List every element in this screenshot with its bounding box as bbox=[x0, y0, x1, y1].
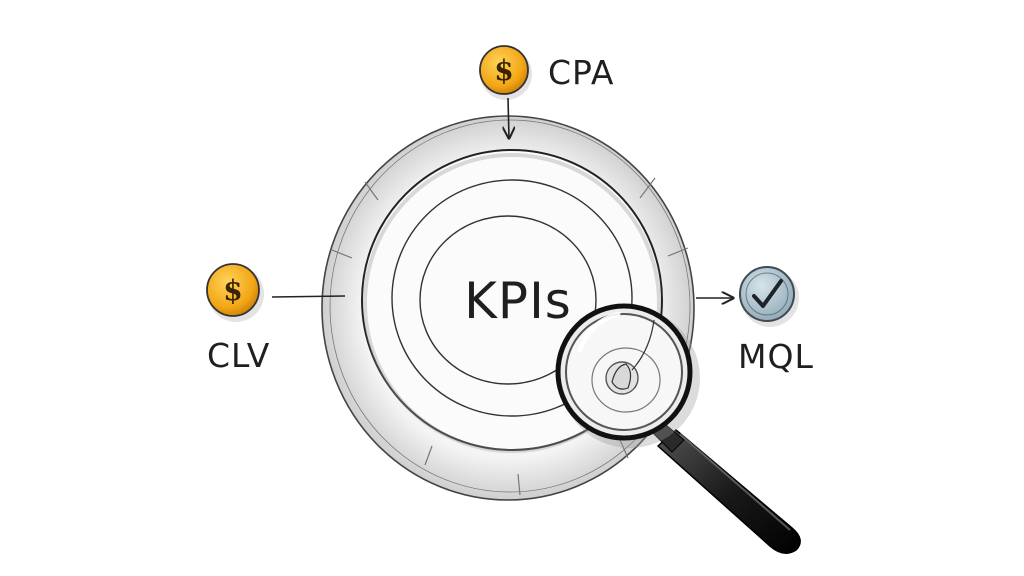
dollar-coin-icon bbox=[206, 263, 260, 317]
cpa-node: $ CPA bbox=[479, 45, 614, 138]
clv-label: CLV bbox=[207, 336, 270, 375]
clv-connector bbox=[271, 295, 346, 298]
checkmark-badge-icon bbox=[739, 266, 795, 322]
cpa-arrow bbox=[508, 97, 509, 138]
dollar-coin-icon bbox=[479, 45, 529, 95]
cpa-coin-symbol: $ bbox=[494, 54, 513, 87]
mql-node: MQL bbox=[696, 266, 814, 376]
center-label: KPIs bbox=[464, 272, 572, 330]
checkmark-glyph bbox=[752, 279, 783, 308]
magnifying-glass-icon bbox=[555, 303, 801, 554]
clv-node: $ CLV bbox=[206, 263, 346, 375]
clv-coin-symbol: $ bbox=[223, 274, 242, 307]
mql-label: MQL bbox=[738, 337, 814, 376]
cpa-label: CPA bbox=[548, 53, 614, 92]
